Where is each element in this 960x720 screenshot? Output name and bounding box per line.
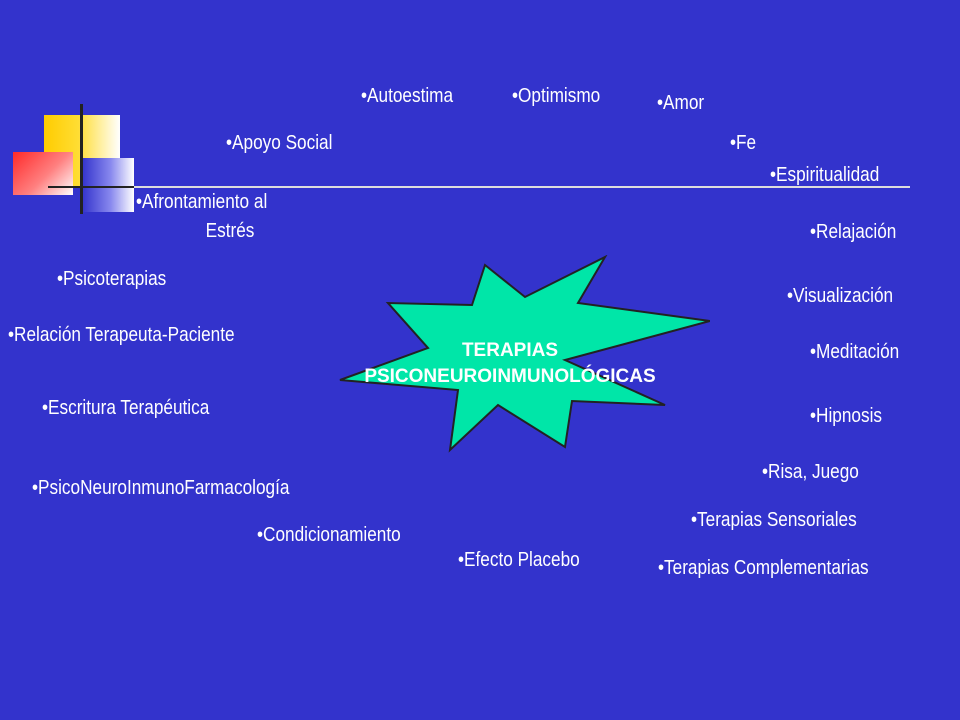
item-meditacion: Meditación bbox=[810, 340, 899, 364]
item-efecto-placebo: Efecto Placebo bbox=[458, 548, 580, 572]
item-psiconeuroinmunofarmacologia: PsicoNeuroInmunoFarmacología bbox=[32, 476, 289, 500]
item-terapias-complementarias: Terapias Complementarias bbox=[658, 556, 869, 580]
star-burst-shape bbox=[339, 255, 710, 453]
item-fe: Fe bbox=[730, 131, 756, 155]
item-escritura-terapeutica: Escritura Terapéutica bbox=[42, 396, 209, 420]
item-apoyo-social: Apoyo Social bbox=[226, 131, 332, 155]
item-amor: Amor bbox=[657, 91, 704, 115]
item-visualizacion: Visualización bbox=[787, 284, 893, 308]
item-terapias-sensoriales: Terapias Sensoriales bbox=[691, 508, 857, 532]
item-afrontamiento-line2: Estrés bbox=[205, 220, 255, 242]
item-hipnosis: Hipnosis bbox=[810, 404, 882, 428]
center-label-line2: PSICONEUROINMUNOLÓGICAS bbox=[364, 366, 656, 387]
title-underline bbox=[48, 186, 910, 188]
item-condicionamiento: Condicionamiento bbox=[257, 523, 401, 547]
item-optimismo: Optimismo bbox=[512, 84, 600, 108]
item-risa-juego: Risa, Juego bbox=[762, 460, 859, 484]
decorative-red-square bbox=[13, 152, 73, 195]
item-relajacion: Relajación bbox=[810, 220, 896, 244]
center-label-line1: TERAPIAS bbox=[461, 340, 559, 361]
item-autoestima: Autoestima bbox=[361, 84, 453, 108]
item-afrontamiento: Afrontamiento al bbox=[136, 190, 267, 214]
item-relacion-terapeuta-paciente: Relación Terapeuta-Paciente bbox=[8, 323, 235, 347]
item-psicoterapias: Psicoterapias bbox=[57, 267, 166, 291]
decorative-vertical-line bbox=[80, 104, 83, 214]
decorative-horizontal-line bbox=[48, 186, 134, 188]
center-label: TERAPIAS PSICONEUROINMUNOLÓGICAS bbox=[330, 338, 690, 390]
decorative-blue-square bbox=[82, 158, 134, 212]
item-espiritualidad: Espiritualidad bbox=[770, 163, 879, 187]
